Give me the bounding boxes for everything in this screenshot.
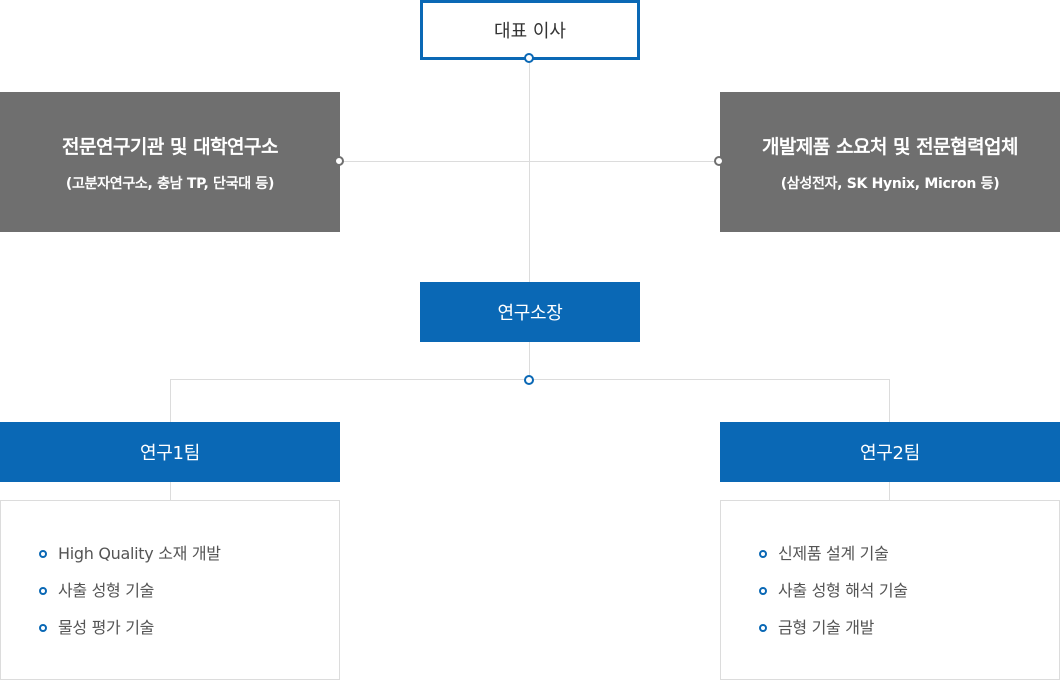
bullet-icon bbox=[759, 587, 767, 595]
list-item: 사출 성형 해석 기술 bbox=[759, 580, 1059, 617]
bullet-icon bbox=[39, 587, 47, 595]
list-item: 금형 기술 개발 bbox=[759, 617, 1059, 654]
list-item: 사출 성형 기술 bbox=[39, 580, 339, 617]
research-institutes-subtitle: (고분자연구소, 충남 TP, 단국대 등) bbox=[65, 175, 275, 192]
connector-dot-institutes bbox=[334, 156, 344, 166]
connector-dot-teams bbox=[524, 375, 534, 385]
partners-subtitle: (삼성전자, SK Hynix, Micron 등) bbox=[780, 175, 1000, 192]
lab-director-label: 연구소장 bbox=[497, 303, 563, 324]
team2-list: 신제품 설계 기술 사출 성형 해석 기술 금형 기술 개발 bbox=[759, 543, 1059, 654]
connector-team2-to-list bbox=[889, 482, 890, 500]
bullet-icon bbox=[759, 624, 767, 632]
research-institutes-title: 전문연구기관 및 대학연구소 bbox=[62, 135, 279, 158]
list-item-label: 금형 기술 개발 bbox=[778, 618, 875, 637]
team1-list: High Quality 소재 개발 사출 성형 기술 물성 평가 기술 bbox=[39, 543, 339, 654]
connector-ceo-to-director bbox=[529, 58, 530, 282]
team2-label: 연구2팀 bbox=[860, 443, 920, 464]
connector-dot-partners bbox=[714, 156, 724, 166]
connector-to-team2 bbox=[889, 379, 890, 422]
team1-box: 연구1팀 bbox=[0, 422, 340, 482]
bullet-icon bbox=[39, 624, 47, 632]
list-item-label: High Quality 소재 개발 bbox=[58, 544, 221, 563]
team2-box: 연구2팀 bbox=[720, 422, 1060, 482]
team2-list-box: 신제품 설계 기술 사출 성형 해석 기술 금형 기술 개발 bbox=[720, 500, 1060, 680]
connector-team1-to-list bbox=[170, 482, 171, 500]
research-institutes-box: 전문연구기관 및 대학연구소 (고분자연구소, 충남 TP, 단국대 등) bbox=[0, 92, 340, 232]
partners-title: 개발제품 소요처 및 전문협력업체 bbox=[761, 135, 1019, 158]
lab-director-box: 연구소장 bbox=[420, 282, 640, 342]
list-item-label: 사출 성형 기술 bbox=[58, 581, 155, 600]
bullet-icon bbox=[39, 550, 47, 558]
list-item: 신제품 설계 기술 bbox=[759, 543, 1059, 580]
bullet-icon bbox=[759, 550, 767, 558]
connector-director-to-teams bbox=[529, 342, 530, 380]
team1-label: 연구1팀 bbox=[140, 443, 200, 464]
connector-to-team1 bbox=[170, 379, 171, 422]
list-item: 물성 평가 기술 bbox=[39, 617, 339, 654]
partners-box: 개발제품 소요처 및 전문협력업체 (삼성전자, SK Hynix, Micro… bbox=[720, 92, 1060, 232]
ceo-label: 대표 이사 bbox=[494, 21, 566, 42]
team1-list-box: High Quality 소재 개발 사출 성형 기술 물성 평가 기술 bbox=[0, 500, 340, 680]
ceo-box: 대표 이사 bbox=[420, 0, 640, 60]
list-item-label: 물성 평가 기술 bbox=[58, 618, 155, 637]
connector-horizontal-partners bbox=[340, 161, 720, 162]
list-item-label: 사출 성형 해석 기술 bbox=[778, 581, 908, 600]
connector-dot-ceo bbox=[524, 53, 534, 63]
list-item-label: 신제품 설계 기술 bbox=[778, 544, 889, 563]
list-item: High Quality 소재 개발 bbox=[39, 543, 339, 580]
